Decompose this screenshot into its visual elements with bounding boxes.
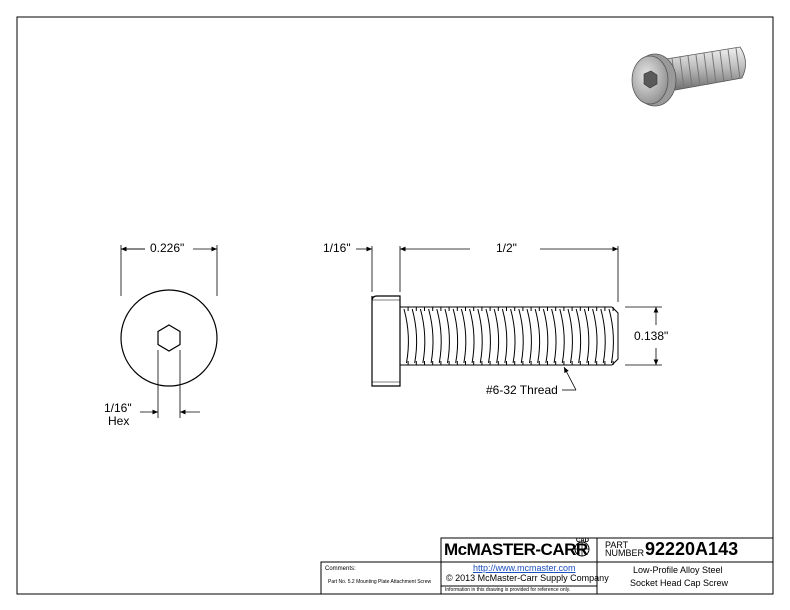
comments-text: Part No. 5.2 Mounting Plate Attachment S…: [328, 579, 432, 585]
cad-badge-icon: [574, 541, 590, 557]
thread-line: [518, 308, 524, 364]
thread-line: [411, 308, 418, 364]
title-block-lines: [320, 537, 774, 595]
thread-line: [526, 308, 532, 364]
thread-line: [567, 308, 573, 364]
thread-line: [542, 308, 549, 364]
description-line1: Low-Profile Alloy Steel: [633, 565, 723, 575]
hex-label: Hex: [108, 414, 130, 428]
part-label-line2: NUMBER: [605, 548, 645, 558]
cad-badge-label: CAD: [576, 538, 589, 544]
thread-line: [493, 308, 500, 364]
thread-line: [559, 308, 565, 364]
thread-line: [534, 308, 541, 364]
thread-line: [510, 308, 516, 364]
description-line2: Socket Head Cap Screw: [630, 578, 729, 588]
thread-line: [592, 308, 598, 364]
part-label: PART NUMBER: [605, 540, 645, 558]
thread-line: [444, 308, 450, 364]
thread-line: [583, 308, 590, 364]
side-view: [356, 246, 662, 391]
thread-line: [419, 308, 426, 364]
thread-line: [477, 308, 483, 364]
hex-size-label: 1/16": [104, 401, 132, 415]
thread-line: [452, 308, 459, 364]
head-diameter-label: 0.226": [150, 241, 185, 255]
thread-line: [575, 308, 582, 364]
thread-line: [608, 308, 614, 364]
thread-line: [501, 308, 508, 364]
thread-line: [403, 308, 409, 364]
website-link[interactable]: http://www.mcmaster.com: [473, 563, 576, 573]
brand-logo: McMASTER-CARR: [444, 540, 588, 559]
thread-line: [485, 308, 491, 364]
copyright-text: © 2013 McMaster-Carr Supply Company: [446, 573, 609, 583]
thread-line: [436, 308, 442, 364]
thread-line: [600, 308, 606, 364]
part-number: 92220A143: [645, 539, 739, 559]
length-label: 1/2": [496, 241, 517, 255]
thread-callout: #6-32 Thread: [486, 383, 558, 397]
head-end-view: [120, 245, 218, 418]
thread-diameter-label: 0.138": [634, 329, 669, 343]
head-height-label: 1/16": [323, 241, 351, 255]
part-label-line1: PART: [605, 540, 629, 550]
thread-line: [428, 308, 434, 364]
comments-label: Comments:: [325, 566, 356, 572]
thread-line: [460, 308, 467, 364]
thread-line: [469, 308, 475, 364]
disclaimer-text: Information in this drawing is provided …: [445, 587, 571, 593]
thread-line: [551, 308, 557, 364]
screw-render: [631, 46, 746, 107]
